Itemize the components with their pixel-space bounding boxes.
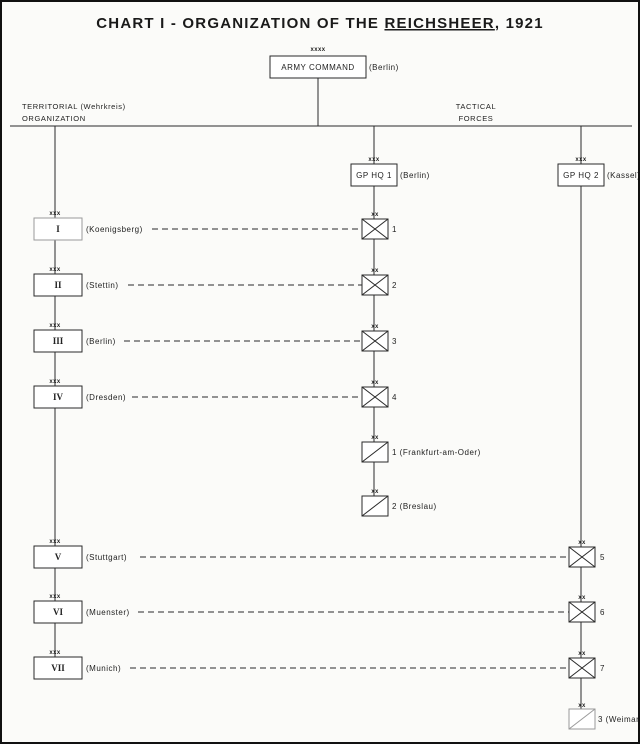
division-echelon: xx [578, 651, 586, 657]
territorial-label-line2: ORGANIZATION [22, 114, 86, 123]
gphq1-echelon: xxx [368, 157, 379, 163]
wehrkreis-III: xxx III (Berlin) [33, 323, 362, 353]
gphq2-location: (Kassel) [607, 171, 638, 180]
infantry-division-3: xx 3 [361, 324, 397, 352]
division-echelon: xx [371, 268, 379, 274]
army-command-location: (Berlin) [369, 63, 399, 72]
wehrkreis-VI: xxx VI (Muenster) [33, 594, 569, 624]
wehrkreis-numeral: VII [51, 663, 65, 673]
infantry-cross-line [568, 657, 596, 679]
territorial-label-line1: TERRITORIAL (Wehrkreis) [22, 102, 126, 111]
gphq1-location: (Berlin) [400, 171, 430, 180]
division-echelon: xx [371, 489, 379, 495]
wehrkreis-box [33, 273, 83, 297]
cavalry-diagonal-line [568, 708, 596, 730]
division-label: 7 [600, 664, 605, 673]
wehrkreis-echelon: xxx [49, 379, 60, 385]
division-echelon: xx [371, 324, 379, 330]
division-label: 3 (Weimar) [598, 715, 638, 724]
wehrkreis-numeral: II [54, 280, 62, 290]
division-echelon: xx [578, 595, 586, 601]
infantry-division-5: xx 5 [568, 540, 605, 568]
wehrkreis-VII: xxx VII (Munich) [33, 650, 569, 680]
gphq2-echelon: xxx [575, 157, 586, 163]
infantry-cross-line [361, 218, 389, 240]
wehrkreis-box [33, 217, 83, 241]
army-command-echelon: xxxx [311, 47, 326, 53]
wehrkreis-numeral: V [55, 552, 62, 562]
gphq1-label: GP HQ 1 [356, 171, 392, 180]
wehrkreis-V: xxx V (Stuttgart) [33, 539, 569, 569]
chart-title-underlined: REICHSHEER [384, 15, 494, 32]
division-echelon: xx [371, 435, 379, 441]
chart-title: CHART I - ORGANIZATION OF THE REICHSHEER… [96, 15, 543, 32]
infantry-division-6: xx 6 [568, 595, 605, 623]
wehrkreis-I: xxx I (Koenigsberg) [33, 211, 362, 241]
gphq1-box [350, 163, 398, 187]
wehrkreis-box [33, 385, 83, 409]
wehrkreis-location: (Munich) [86, 664, 121, 673]
wehrkreis-location: (Stuttgart) [86, 553, 127, 562]
wehrkreis-location: (Muenster) [86, 608, 130, 617]
cavalry-division-2: xx 2 (Breslau) [361, 489, 437, 517]
division-label: 5 [600, 553, 605, 562]
infantry-cross-line [361, 330, 389, 352]
cavalry-diagonal-line [361, 441, 389, 463]
wehrkreis-numeral: III [53, 336, 64, 346]
wehrkreis-box [33, 656, 83, 680]
chart-title-suffix: , 1921 [495, 15, 544, 32]
division-label: 3 [392, 337, 397, 346]
wehrkreis-II: xxx II (Stettin) [33, 267, 362, 297]
tactical-label-line1: TACTICAL [456, 102, 497, 111]
wehrkreis-box [33, 600, 83, 624]
wehrkreis-location: (Stettin) [86, 281, 119, 290]
wehrkreis-IV: xxx IV (Dresden) [33, 379, 362, 409]
cavalry-division-3: xx 3 (Weimar) [568, 703, 638, 730]
division-label: 1 (Frankfurt-am-Oder) [392, 448, 481, 457]
wehrkreis-box [33, 329, 83, 353]
wehrkreis-numeral: VI [53, 607, 63, 617]
wehrkreis-location: (Berlin) [86, 337, 116, 346]
division-echelon: xx [578, 540, 586, 546]
wehrkreis-echelon: xxx [49, 323, 60, 329]
wehrkreis-echelon: xxx [49, 211, 60, 217]
wehrkreis-numeral: IV [53, 392, 64, 402]
gphq2-label: GP HQ 2 [563, 171, 599, 180]
wehrkreis-echelon: xxx [49, 650, 60, 656]
infantry-division-7: xx 7 [568, 651, 605, 679]
infantry-cross-line [361, 274, 389, 296]
cavalry-division-1: xx 1 (Frankfurt-am-Oder) [361, 435, 481, 463]
cavalry-diagonal-line [361, 495, 389, 517]
army-command-label: ARMY COMMAND [281, 63, 354, 72]
division-echelon: xx [371, 380, 379, 386]
infantry-cross-line [568, 546, 596, 568]
gphq2-box [557, 163, 605, 187]
division-label: 2 [392, 281, 397, 290]
chart-title-prefix: CHART I - ORGANIZATION OF THE [96, 15, 384, 32]
infantry-cross-line [361, 386, 389, 408]
wehrkreis-location: (Dresden) [86, 393, 126, 402]
wehrkreis-numeral: I [56, 224, 60, 234]
division-label: 4 [392, 393, 397, 402]
infantry-division-2: xx 2 [361, 268, 397, 296]
infantry-division-1: xx 1 [361, 212, 397, 240]
division-echelon: xx [371, 212, 379, 218]
wehrkreis-echelon: xxx [49, 594, 60, 600]
wehrkreis-location: (Koenigsberg) [86, 225, 143, 234]
division-label: 1 [392, 225, 397, 234]
infantry-cross-line [568, 601, 596, 623]
wehrkreis-echelon: xxx [49, 267, 60, 273]
division-label: 6 [600, 608, 605, 617]
wehrkreis-box [33, 545, 83, 569]
tactical-label-line2: FORCES [459, 114, 494, 123]
division-echelon: xx [578, 703, 586, 709]
infantry-division-4: xx 4 [361, 380, 397, 408]
wehrkreis-echelon: xxx [49, 539, 60, 545]
division-label: 2 (Breslau) [392, 502, 437, 511]
